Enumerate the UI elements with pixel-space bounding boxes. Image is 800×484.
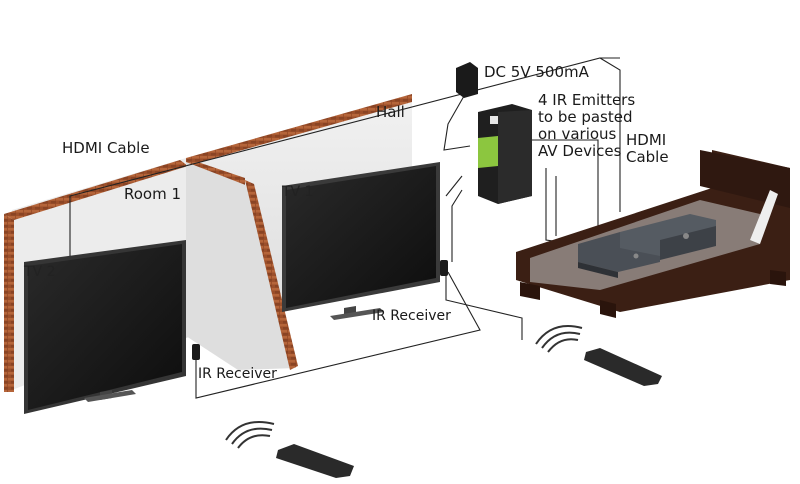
ir-receiver-2-label: IR Receiver (198, 366, 277, 382)
ir-extender-hub (478, 104, 532, 204)
remote-control-1-icon (535, 325, 662, 386)
remote-control-2-icon (225, 421, 354, 478)
ir-emitters-line-1: 4 IR Emitters (538, 91, 636, 109)
tv2 (24, 240, 186, 414)
ir-receiver-1-icon (440, 260, 448, 276)
dc-power-label: DC 5V 500mA (484, 63, 589, 81)
ir-receiver-2-icon (192, 344, 200, 360)
ir-receiver-1-label: IR Receiver (372, 308, 451, 324)
power-adapter-icon (456, 62, 478, 98)
ir-emitters-line-3: on various (538, 125, 617, 143)
ir-emitters-label: 4 IR Emitters to be pasted on various AV… (538, 92, 635, 160)
av-devices (578, 214, 716, 278)
tv1-label: TV 1 (282, 184, 314, 200)
ir-emitters-line-4: AV Devices (538, 142, 622, 160)
hdmi-cable-right-line-2: Cable (626, 148, 669, 166)
cables (69, 57, 641, 399)
hall-label: Hall (376, 103, 405, 121)
partition-wall (186, 162, 298, 370)
room1-label: Room 1 (124, 185, 182, 203)
tv1 (282, 162, 440, 320)
tv2-label: TV 2 (24, 264, 56, 280)
hdmi-cable-left-label: HDMI Cable (62, 139, 150, 157)
hdmi-cable-right-label: HDMI Cable (626, 132, 669, 166)
hdmi-cable-right-line-1: HDMI (626, 131, 667, 149)
ir-emitters-line-2: to be pasted (538, 108, 633, 126)
